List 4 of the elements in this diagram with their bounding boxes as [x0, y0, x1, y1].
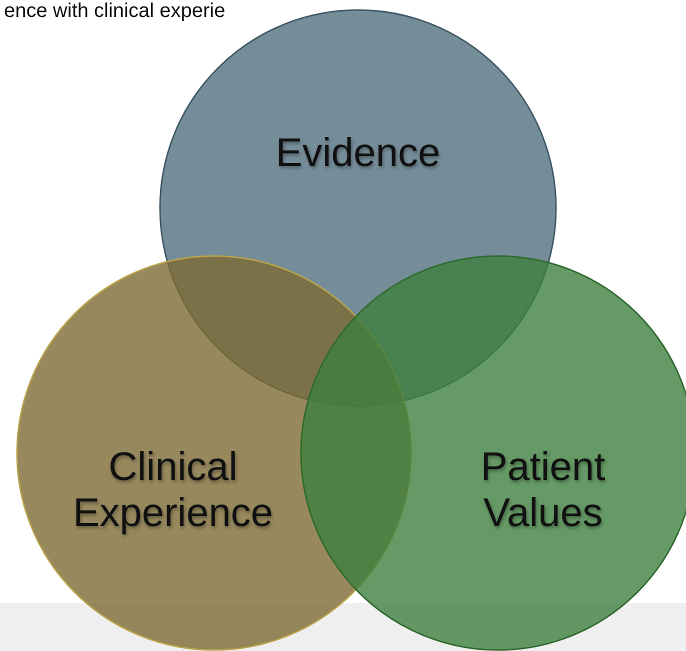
circle-label: Evidence — [274, 130, 442, 176]
heading-fragment: ence with clinical experie — [4, 0, 226, 22]
circle-label: Clinical Experience — [72, 444, 274, 536]
circle-label: Patient Values — [480, 444, 606, 536]
